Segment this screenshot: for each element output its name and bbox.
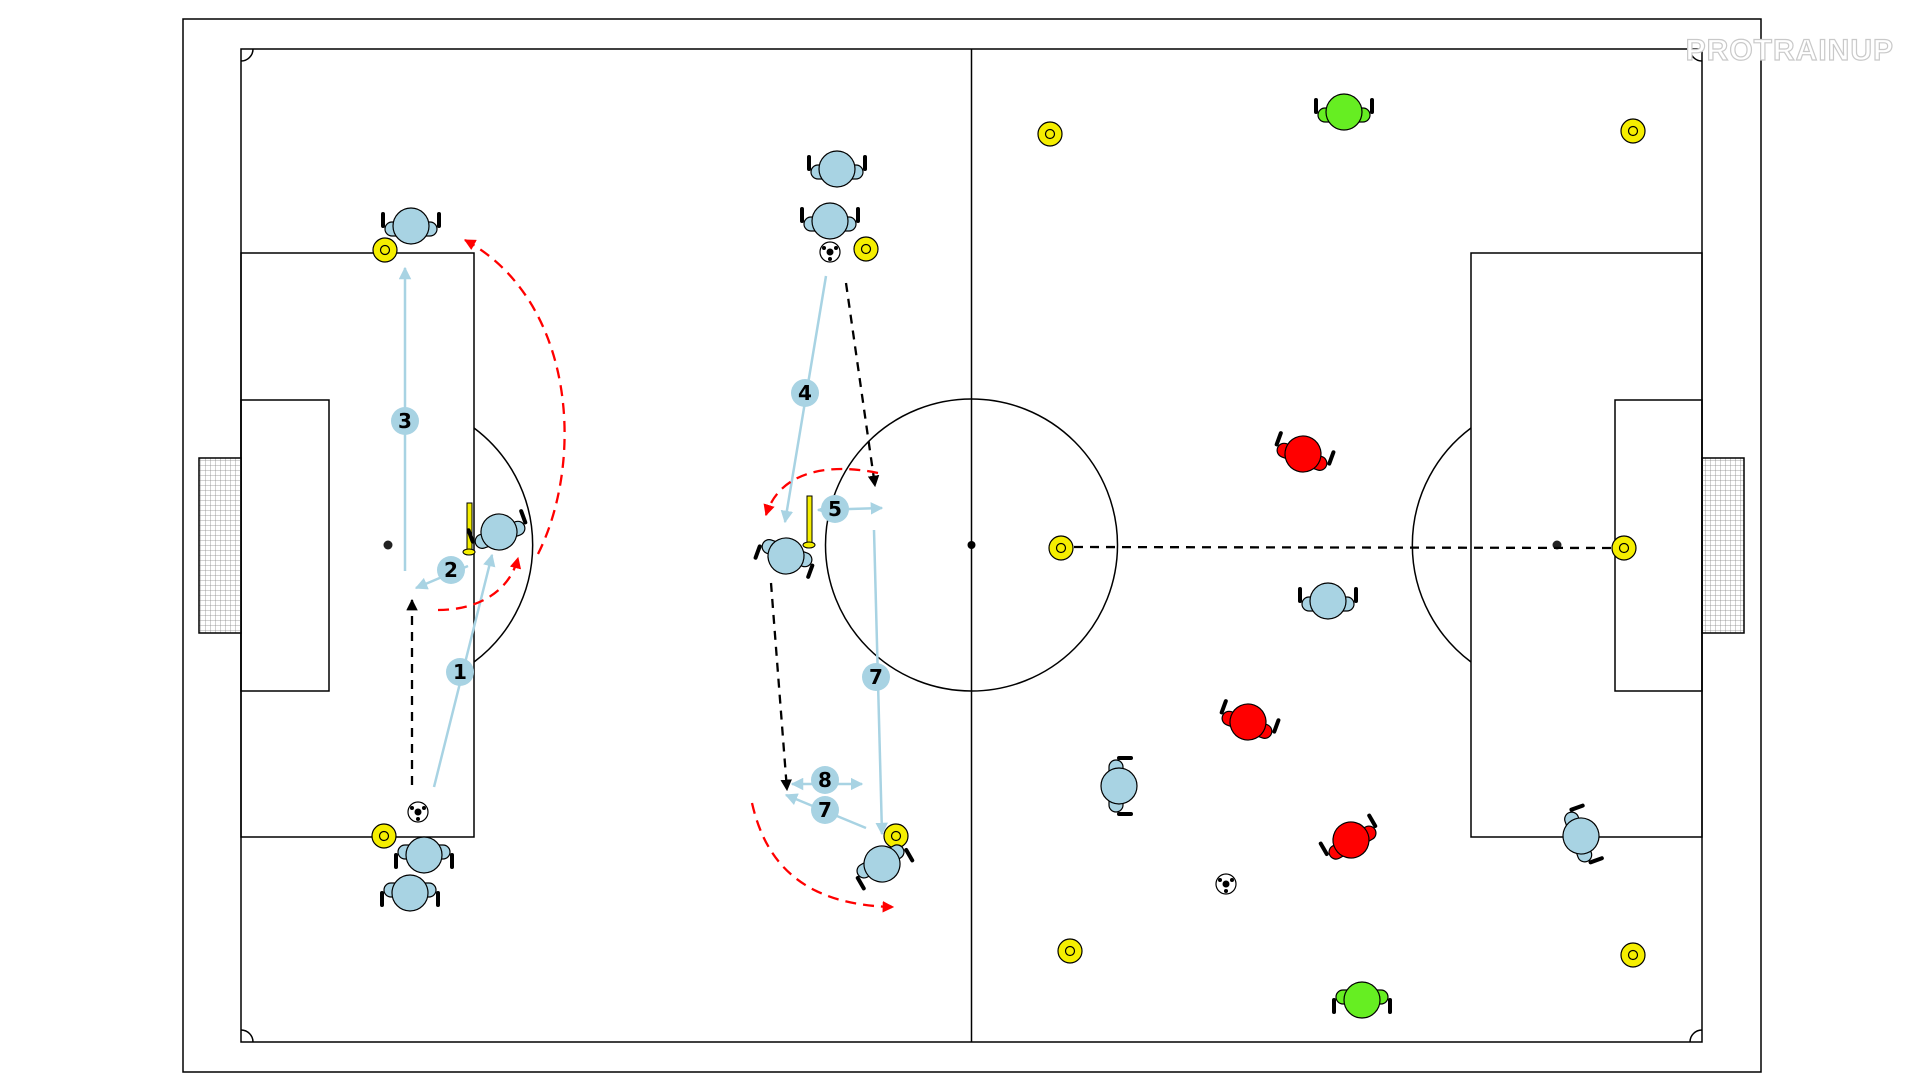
red-run-1 (463, 238, 566, 555)
soccer-ball-icon (1215, 873, 1237, 895)
red-run-2 (437, 556, 522, 612)
cone-icon (1057, 938, 1083, 964)
cone-icon (1048, 535, 1074, 561)
run-top-down (844, 282, 880, 488)
sequence-labels: 1 2 3 4 5 7 7 8 (391, 379, 890, 824)
player-blue (394, 836, 454, 874)
sequence-label-text: 7 (869, 665, 883, 689)
player-green-goalkeeper (1332, 981, 1392, 1019)
sequence-label-7b: 7 (811, 796, 839, 824)
sequence-label-2: 2 (437, 556, 465, 584)
goal-net-icon (1701, 457, 1745, 634)
player-blue (466, 509, 528, 551)
pass-lines (398, 266, 888, 836)
player-blue (753, 537, 815, 579)
right-penalty-arc (1411, 427, 1472, 663)
corner-arc-tl (240, 48, 254, 62)
player-blue (381, 207, 441, 245)
sequence-label-8: 8 (811, 766, 839, 794)
cone-icon (853, 236, 879, 262)
outer-frame (182, 18, 1762, 1073)
center-spot (967, 541, 976, 549)
cone-icon (1611, 535, 1637, 561)
cone-icon (372, 237, 398, 263)
sequence-label-text: 2 (444, 558, 458, 582)
player-blue (1298, 582, 1358, 620)
sequence-label-3: 3 (391, 407, 419, 435)
cones (371, 118, 1646, 968)
cone-icon (883, 823, 909, 849)
corner-arc-br (1689, 1029, 1703, 1043)
sequence-label-text: 8 (818, 768, 832, 792)
cone-icon (1037, 121, 1063, 147)
ball-path-right (1073, 545, 1618, 550)
sequence-label-text: 1 (453, 660, 467, 684)
watermark-logo: PROTRAINUP (1685, 33, 1894, 67)
left-penalty-area (240, 252, 475, 838)
run-mid-down (769, 582, 792, 792)
sequence-label-text: 4 (798, 381, 812, 405)
sequence-label-text: 3 (398, 409, 412, 433)
corner-arc-bl (240, 1029, 254, 1043)
sequence-label-5: 5 (821, 495, 849, 523)
player-green-goalkeeper (1314, 93, 1374, 131)
soccer-ball-icon (819, 241, 841, 263)
sequence-label-1: 1 (446, 658, 474, 686)
player-blue (1562, 803, 1604, 865)
player-red (1318, 813, 1378, 860)
cone-icon (1620, 942, 1646, 968)
run-lines (406, 282, 1618, 792)
player-blue (800, 202, 860, 240)
sequence-label-7a: 7 (862, 663, 890, 691)
left-penalty-spot (383, 540, 393, 550)
soccer-ball-icon (407, 801, 429, 823)
sequence-label-text: 5 (828, 497, 842, 521)
player-blue (1100, 756, 1138, 816)
player-blue (855, 844, 915, 891)
sequence-label-text: 7 (818, 798, 832, 822)
pole-icon (802, 495, 816, 549)
player-red (1274, 431, 1336, 473)
player-blue (807, 150, 867, 188)
players (380, 93, 1604, 1019)
left-goal-area (240, 399, 330, 692)
corner-arc-tr (1689, 48, 1703, 62)
player-red (1219, 699, 1281, 741)
cone-icon (371, 823, 397, 849)
center-circle (824, 398, 1119, 692)
goal-net-icon (198, 457, 242, 634)
red-run-4 (750, 802, 895, 913)
red-run-3 (763, 467, 879, 517)
right-penalty-area (1470, 252, 1703, 838)
cone-icon (1620, 118, 1646, 144)
left-penalty-arc (473, 427, 534, 663)
curved-runs (437, 238, 895, 913)
sequence-label-4: 4 (791, 379, 819, 407)
player-blue (380, 874, 440, 912)
pole-icon (462, 502, 476, 556)
